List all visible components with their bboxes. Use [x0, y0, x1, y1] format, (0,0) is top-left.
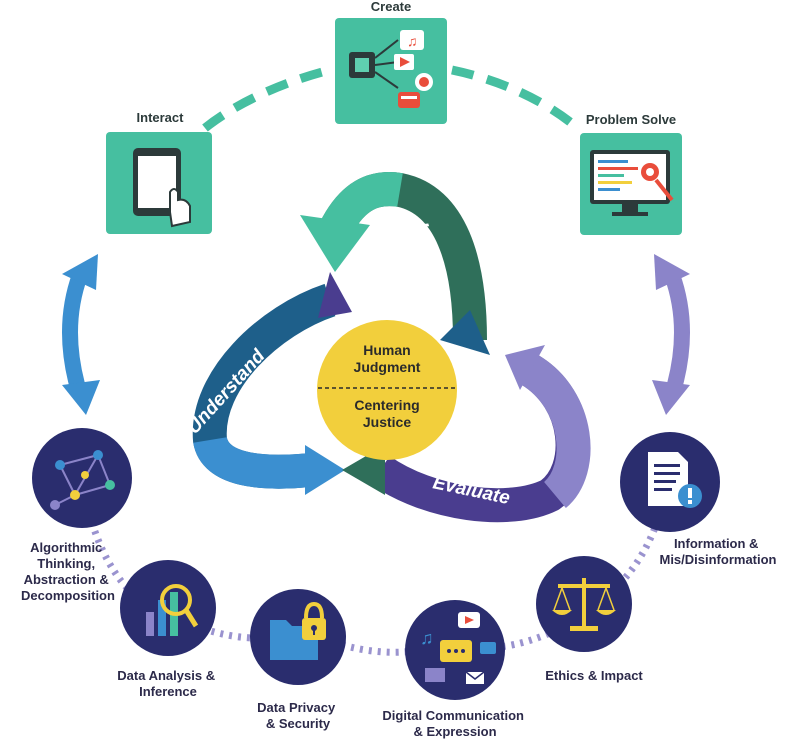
- node-information: Information & Mis/Disinformation: [620, 432, 777, 567]
- interact-label: Interact: [137, 110, 185, 125]
- media-chat-icon: ♫: [420, 612, 496, 684]
- monitor-code-gear-icon: [590, 150, 674, 216]
- center-top-line1: Human: [363, 342, 410, 358]
- node-data-privacy: Data Privacy & Security: [250, 589, 346, 731]
- data-analysis-label: Data Analysis & Inference: [117, 668, 218, 699]
- center-top-line2: Judgment: [354, 359, 421, 375]
- document-alert-icon: [648, 452, 702, 508]
- digital-comm-label: Digital Communication & Expression: [382, 708, 527, 739]
- svg-text:♫: ♫: [420, 628, 434, 648]
- data-analysis-line-1: Data Analysis &: [117, 668, 215, 683]
- center-circle: [317, 320, 457, 460]
- chart-magnifier-icon: [146, 584, 199, 636]
- data-analysis-circle: [120, 560, 216, 656]
- ethics-label: Ethics & Impact: [545, 668, 643, 683]
- node-interact: Interact: [106, 110, 212, 234]
- data-privacy-label: Data Privacy & Security: [257, 700, 339, 731]
- information-line-2: Mis/Disinformation: [659, 552, 776, 567]
- digital-comm-line-2: & Expression: [413, 724, 496, 739]
- algorithmic-line-4: Decomposition: [21, 588, 115, 603]
- data-privacy-line-2: & Security: [266, 716, 331, 731]
- information-line-1: Information &: [674, 536, 759, 551]
- center-bottom-line2: Justice: [363, 414, 411, 430]
- left-double-arrow: [62, 254, 100, 415]
- data-privacy-line-1: Data Privacy: [257, 700, 336, 715]
- network-graph-icon: [50, 450, 115, 510]
- algorithmic-label: Algorithmic Thinking, Abstraction & Deco…: [21, 540, 115, 603]
- center-core: Human Judgment Centering Justice: [317, 320, 457, 460]
- right-double-arrow: [652, 254, 690, 415]
- information-label: Information & Mis/Disinformation: [659, 536, 776, 567]
- data-analysis-line-2: Inference: [139, 684, 197, 699]
- digital-comm-line-1: Digital Communication: [382, 708, 524, 723]
- node-create: ♫ Create: [335, 0, 447, 124]
- algorithmic-circle: [32, 428, 132, 528]
- node-problem-solve: Problem Solve: [580, 112, 682, 235]
- algorithmic-line-1: Algorithmic: [30, 540, 102, 555]
- cycle-arrow-use: Use: [300, 172, 490, 355]
- create-label: Create: [371, 0, 411, 14]
- node-digital-communication: ♫ Digital Communication & Expression: [382, 600, 527, 739]
- scales-icon: [552, 578, 616, 631]
- node-data-analysis: Data Analysis & Inference: [117, 560, 218, 699]
- dashed-connector-left: [202, 65, 332, 132]
- algorithmic-line-3: Abstraction &: [24, 572, 109, 587]
- tablet-touch-icon: [133, 148, 191, 228]
- circuit-media-icon: ♫: [349, 30, 433, 108]
- folder-lock-icon: [270, 601, 326, 660]
- dashed-connector-right: [451, 65, 583, 134]
- center-bottom-line1: Centering: [354, 397, 419, 413]
- svg-text:♫: ♫: [407, 33, 418, 49]
- problem-solve-label: Problem Solve: [586, 112, 676, 127]
- node-algorithmic-thinking: Algorithmic Thinking, Abstraction & Deco…: [21, 428, 132, 603]
- node-ethics-impact: Ethics & Impact: [536, 556, 643, 683]
- algorithmic-line-2: Thinking,: [37, 556, 95, 571]
